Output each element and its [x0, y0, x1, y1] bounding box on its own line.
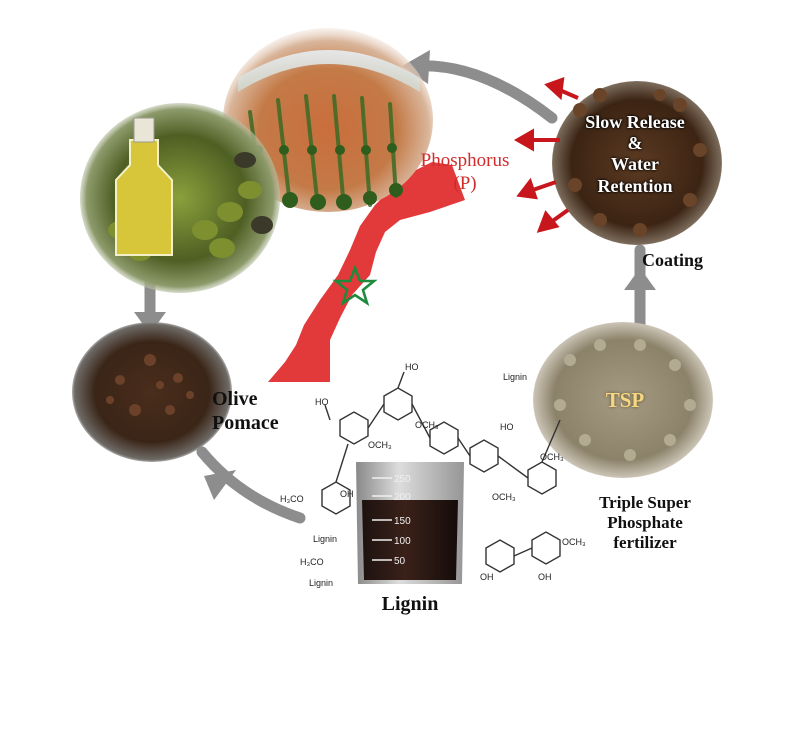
svg-text:250: 250 — [394, 474, 411, 485]
lignin-text: Lignin — [381, 593, 439, 615]
tsp-text: TSP — [605, 388, 645, 412]
lignin-tag-bottom: Lignin — [309, 578, 333, 588]
svg-text:OCH₃: OCH₃ — [540, 452, 564, 462]
slow-release-line-4: Retention — [597, 175, 673, 196]
coating-text: Coating — [642, 250, 704, 270]
triple-super-line-3: fertilizer — [613, 533, 677, 553]
svg-text:HO: HO — [500, 422, 514, 432]
svg-text:H₃CO: H₃CO — [300, 557, 324, 567]
phosphorus-text: Phosphorus — [420, 150, 510, 171]
morocco-map — [268, 162, 465, 382]
arrowhead-right — [624, 268, 656, 290]
arrowhead-top — [402, 50, 430, 84]
svg-text:OCH₃: OCH₃ — [415, 420, 439, 430]
triple-super-line-2: Phosphate — [607, 513, 683, 533]
cycle-arrow-bottom-left — [196, 446, 306, 524]
release-arrows — [513, 77, 579, 233]
tsp-label: TSP — [590, 388, 660, 413]
field-photo — [223, 28, 433, 212]
beaker-photo — [356, 462, 464, 584]
lignin-tag-left: Lignin — [313, 534, 337, 544]
slow-release-line-2: & — [627, 133, 643, 154]
lignin-tag-right: Lignin — [503, 372, 527, 382]
green-star-icon — [332, 264, 378, 307]
tsp-granules-photo — [533, 322, 713, 478]
slow-release-line-1: Slow Release — [585, 112, 685, 132]
cycle-arrow-top — [409, 60, 558, 124]
svg-text:OH: OH — [340, 489, 354, 499]
svg-text:50: 50 — [394, 556, 406, 567]
svg-text:H₃CO: H₃CO — [280, 494, 304, 504]
lignin-label: Lignin — [360, 593, 460, 617]
svg-text:OCH₃: OCH₃ — [562, 537, 586, 547]
svg-text:OH: OH — [480, 572, 494, 582]
coated-granules-photo — [552, 81, 722, 245]
olive-oil-photo — [80, 103, 280, 293]
lignin-structure — [321, 371, 561, 573]
slow-release-label: Slow Release & Water Retention — [560, 112, 710, 197]
svg-text:100: 100 — [394, 536, 411, 547]
svg-text:OH: OH — [538, 572, 552, 582]
phosphorus-label: Phosphorus (P) — [410, 150, 520, 196]
phosphorus-symbol: (P) — [453, 172, 477, 194]
olive-pomace-line-1: Olive — [212, 388, 258, 410]
pomace-photo — [72, 322, 232, 462]
triple-super-line-1: Triple Super — [599, 493, 691, 512]
triple-super-phosphate-label: Triple Super Phosphate fertilizer — [580, 493, 710, 553]
structure-group-labels: HO HO OCH₃ OCH₃ H₃CO OH OCH₃ HO OH OH OC… — [280, 362, 586, 582]
svg-text:HO: HO — [315, 397, 329, 407]
olive-pomace-line-2: Pomace — [212, 411, 279, 434]
svg-text:150: 150 — [394, 516, 411, 527]
svg-text:OCH₃: OCH₃ — [368, 440, 392, 450]
svg-text:200: 200 — [394, 492, 411, 503]
svg-text:OCH₃: OCH₃ — [492, 492, 516, 502]
coating-label: Coating — [642, 250, 742, 271]
slow-release-line-3: Water — [611, 154, 659, 175]
olive-pomace-label: Olive Pomace — [212, 388, 302, 435]
svg-text:HO: HO — [405, 362, 419, 372]
beaker-scale: 250 200 150 100 50 — [394, 474, 411, 567]
arrowhead-bottom-left — [204, 470, 236, 500]
